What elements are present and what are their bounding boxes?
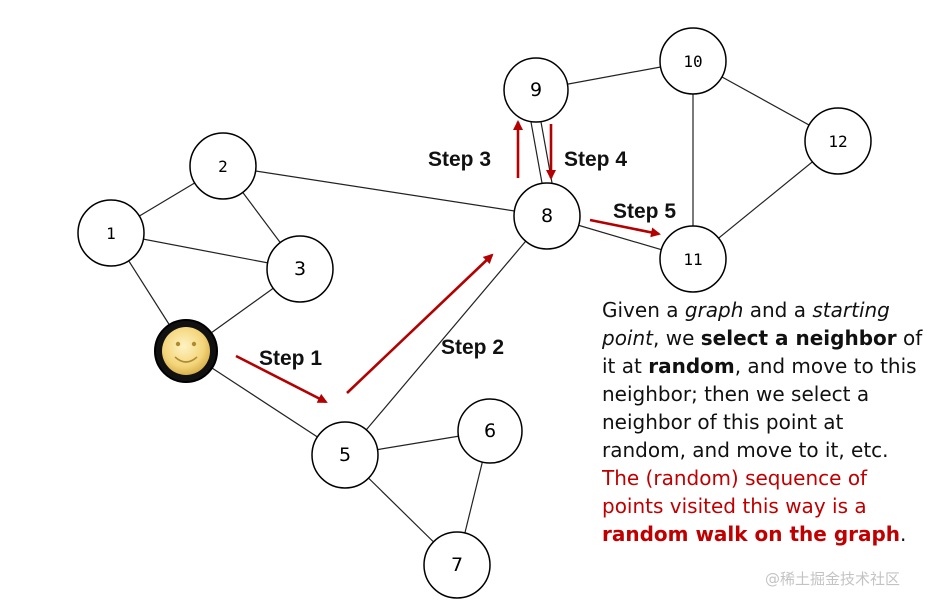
description-segment: neighbor of this point at <box>602 410 844 434</box>
step-3-label: Step 3 <box>428 148 491 171</box>
step-5-label: Step 5 <box>613 200 676 223</box>
node-label: 3 <box>294 258 306 280</box>
description-line: points visited this way is a <box>602 492 942 520</box>
description-line: neighbor; then we select a <box>602 380 942 408</box>
step-arrows <box>235 120 661 404</box>
node-8: 8 <box>513 182 581 250</box>
node-9: 9 <box>503 57 569 123</box>
watermark: @稀土掘金技术社区 <box>765 570 901 588</box>
node-11: 11 <box>659 225 727 293</box>
step-1-arrow <box>235 354 328 404</box>
description-segment: neighbor; then we select a <box>602 382 870 406</box>
node-7: 7 <box>423 531 491 599</box>
step-4-label: Step 4 <box>564 148 627 171</box>
description-line: random, and move to it, etc. <box>602 436 942 464</box>
description-segment: it at <box>602 354 649 378</box>
description-segment: points visited this way is a <box>602 494 867 518</box>
description-line: random walk on the graph. <box>602 520 942 548</box>
description-segment: , and move to this <box>734 354 917 378</box>
node-12: 12 <box>804 107 872 175</box>
node-label: 7 <box>451 554 463 576</box>
description-segment: and a <box>743 298 813 322</box>
description-line: point, we select a neighbor of <box>602 324 942 352</box>
edge-5-8 <box>344 215 548 456</box>
node-label: 5 <box>339 444 351 466</box>
node-label: 10 <box>683 52 702 71</box>
step-5-arrow <box>589 218 661 238</box>
description-segment: graph <box>684 298 744 322</box>
walker <box>154 319 218 383</box>
description-segment: starting <box>812 298 890 322</box>
description-line: it at random, and move to this <box>602 352 942 380</box>
node-5: 5 <box>311 421 379 489</box>
node-label: 12 <box>828 132 847 151</box>
description-segment: The (random) sequence of <box>602 466 868 490</box>
node-label: 9 <box>530 79 542 101</box>
description-segment: random <box>648 354 735 378</box>
description-segment: . <box>900 522 907 546</box>
step-2-arrow <box>346 253 494 394</box>
step-2-label: Step 2 <box>441 336 504 359</box>
node-label: 11 <box>683 250 702 269</box>
step-1-label: Step 1 <box>259 347 322 370</box>
description-segment: random walk on the graph <box>602 522 901 546</box>
node-label: 6 <box>484 420 496 442</box>
edge-2-8 <box>222 165 548 217</box>
node-label: 2 <box>218 157 228 176</box>
smiley-face-icon <box>154 319 218 383</box>
edge-8-9 <box>530 121 543 184</box>
description-segment: select a neighbor <box>700 326 897 350</box>
step-labels: Step 1 Step 2 Step 3 Step 4 Step 5 <box>259 148 676 370</box>
node-label: 8 <box>541 205 553 227</box>
node-10: 10 <box>659 27 727 95</box>
description-segment: random, and move to it, etc. <box>602 438 889 462</box>
node-6: 6 <box>457 398 523 464</box>
node-3: 3 <box>266 235 334 303</box>
description-line: The (random) sequence of <box>602 464 942 492</box>
description-segment: point <box>602 326 654 350</box>
node-label: 1 <box>106 224 116 243</box>
description-segment: Given a <box>602 298 685 322</box>
node-1: 1 <box>77 199 145 267</box>
description-line: neighbor of this point at <box>602 408 942 436</box>
description-segment: , we <box>653 326 701 350</box>
node-2: 2 <box>189 132 257 200</box>
description-line: Given a graph and a starting <box>602 296 942 324</box>
description-segment: of <box>896 326 923 350</box>
